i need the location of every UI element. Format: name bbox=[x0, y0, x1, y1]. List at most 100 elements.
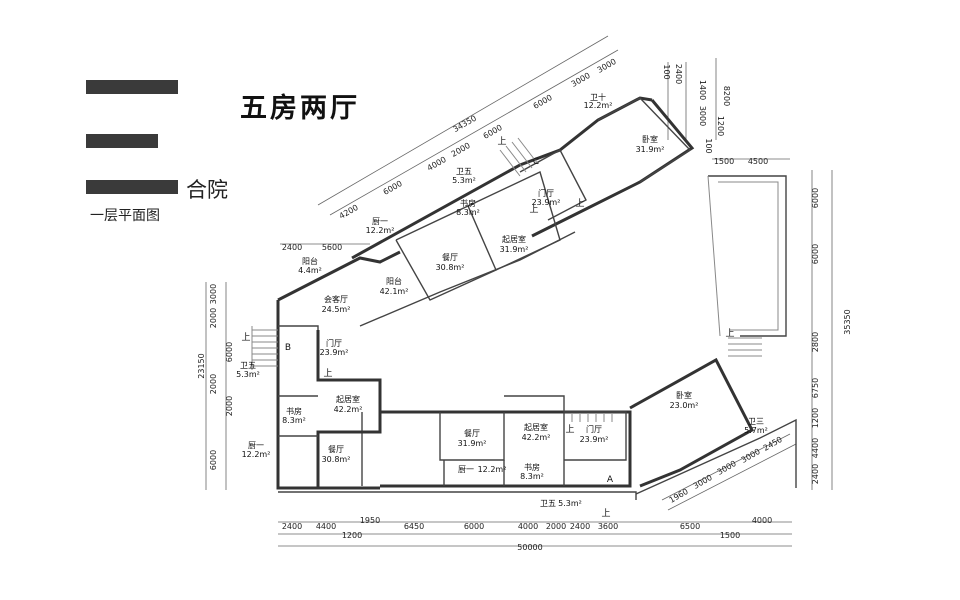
room-name: 厨一 bbox=[372, 217, 388, 226]
room-name: 会客厅 bbox=[324, 294, 348, 304]
room-area: 5.3m² bbox=[558, 499, 582, 508]
title-bar-middle bbox=[86, 134, 158, 148]
dim-left: 2000 bbox=[225, 396, 234, 416]
dim-ne: 8200 bbox=[722, 86, 731, 106]
dim-bottom: 4000 bbox=[752, 516, 772, 525]
stair-north bbox=[499, 137, 539, 177]
floor-caption: 一层平面图 bbox=[90, 208, 160, 224]
room-area: 5.3m² bbox=[236, 370, 260, 379]
dim-se: 1960 bbox=[668, 487, 690, 505]
unit-mark-b: B bbox=[285, 343, 291, 353]
room-area: 23.0m² bbox=[670, 401, 699, 410]
room-name: 餐厅 bbox=[464, 429, 480, 438]
room-name: 卫十 bbox=[590, 92, 606, 102]
dim-left: 2000 bbox=[209, 374, 218, 394]
dim-bottom: 4400 bbox=[316, 522, 336, 531]
dim-diag-top: 6000 bbox=[382, 179, 404, 197]
unit-mark-a: A bbox=[607, 475, 614, 485]
dim-right: 4400 bbox=[811, 438, 820, 458]
dim-right: 2400 bbox=[811, 464, 820, 484]
room-name: 门厅 bbox=[538, 188, 554, 198]
dim-bottom: 6000 bbox=[464, 522, 484, 531]
room-name: 厨一 bbox=[248, 441, 264, 450]
stair-up-label: 上 bbox=[565, 424, 574, 435]
room-area: 4.4m² bbox=[298, 266, 322, 275]
stair-east bbox=[728, 337, 762, 357]
dim-bottom: 4000 bbox=[518, 522, 538, 531]
room-area: 8.3m² bbox=[282, 416, 306, 425]
dim-bottom-total: 50000 bbox=[517, 543, 542, 552]
stair-up-label: 上 bbox=[601, 508, 610, 519]
dim-right-total: 35350 bbox=[843, 309, 852, 334]
dim-diag-top: 6000 bbox=[532, 93, 554, 111]
dim-bottom: 1200 bbox=[342, 531, 362, 540]
dim-ne: 1200 bbox=[716, 116, 725, 136]
dim-diag-top: 3000 bbox=[570, 71, 592, 89]
dim-ne: 2400 bbox=[674, 64, 683, 84]
room-area: 42.2m² bbox=[522, 433, 551, 442]
room-name: 卫五 bbox=[540, 499, 556, 508]
stair-west bbox=[251, 326, 278, 370]
room-area: 42.1m² bbox=[380, 287, 409, 296]
dim-top-left: 5600 bbox=[322, 243, 342, 252]
room-area: 12.2m² bbox=[478, 465, 507, 474]
dim-ne: 3000 bbox=[698, 106, 707, 126]
dim-se: 3000 bbox=[716, 459, 738, 477]
dim-se: 3000 bbox=[740, 447, 762, 465]
room-name: 餐厅 bbox=[442, 253, 458, 262]
dim-bottom: 6500 bbox=[680, 522, 700, 531]
dim-left: 3000 bbox=[209, 284, 218, 304]
room-area: 8.3m² bbox=[520, 472, 544, 481]
room-name: 卫五 bbox=[456, 167, 472, 176]
stair-up-label: 上 bbox=[241, 332, 250, 343]
room-area: 30.8m² bbox=[322, 455, 351, 464]
dim-ne: 1400 bbox=[698, 80, 707, 100]
dim-right: 6750 bbox=[811, 378, 820, 398]
unit-mark-c: C bbox=[533, 157, 539, 167]
dim-left-total: 23150 bbox=[197, 353, 206, 378]
dim-top-right: 4500 bbox=[748, 157, 768, 166]
room-area: 5.7m² bbox=[744, 426, 768, 435]
room-name: 书房 bbox=[524, 462, 540, 472]
room-name: 餐厅 bbox=[328, 445, 344, 454]
room-name: 厨一 bbox=[458, 465, 474, 474]
dim-right: 6000 bbox=[811, 244, 820, 264]
room-labels: 卫十 12.2m² 卧室 31.9m² 卫五 5.3m² 书房 8.3m² 门厅… bbox=[236, 92, 768, 508]
stair-up-label: 上 bbox=[725, 328, 734, 339]
dim-ne: 100 bbox=[662, 64, 671, 79]
room-name: 卫五 bbox=[240, 361, 256, 370]
room-area: 30.8m² bbox=[436, 263, 465, 272]
room-area: 12.2m² bbox=[366, 226, 395, 235]
room-name: 起居室 bbox=[502, 234, 526, 244]
room-area: 23.9m² bbox=[532, 198, 561, 207]
room-area: 5.3m² bbox=[452, 176, 476, 185]
room-area: 31.9m² bbox=[500, 245, 529, 254]
room-name: 阳台 bbox=[386, 276, 402, 286]
dim-diag-top: 3000 bbox=[596, 57, 618, 75]
dim-left: 6000 bbox=[209, 450, 218, 470]
stair-up-label: 上 bbox=[529, 204, 538, 215]
room-name: 起居室 bbox=[524, 422, 548, 432]
dim-diag-top-total: 34350 bbox=[451, 114, 478, 135]
stair-up-label: 上 bbox=[323, 368, 332, 379]
title-bar-bottom bbox=[86, 180, 178, 194]
dim-top-left: 2400 bbox=[282, 243, 302, 252]
room-area: 42.2m² bbox=[334, 405, 363, 414]
dim-bottom: 6450 bbox=[404, 522, 424, 531]
dim-diag-top: 2000 bbox=[450, 141, 472, 159]
room-name: 门厅 bbox=[326, 338, 342, 348]
room-name: 卧室 bbox=[676, 390, 692, 400]
dim-bottom: 1500 bbox=[720, 531, 740, 540]
dim-diag-top: 4000 bbox=[426, 155, 448, 173]
room-area: 23.9m² bbox=[320, 348, 349, 357]
room-area: 23.9m² bbox=[580, 435, 609, 444]
dim-right: 2800 bbox=[811, 332, 820, 352]
room-name: 起居室 bbox=[336, 394, 360, 404]
dim-bottom: 2400 bbox=[570, 522, 590, 531]
stair-south bbox=[571, 414, 613, 422]
dimension-lines bbox=[205, 35, 833, 547]
room-area: 24.5m² bbox=[322, 305, 351, 314]
dim-bottom: 2400 bbox=[282, 522, 302, 531]
dim-right: 6000 bbox=[811, 188, 820, 208]
room-name: 书房 bbox=[460, 198, 476, 208]
